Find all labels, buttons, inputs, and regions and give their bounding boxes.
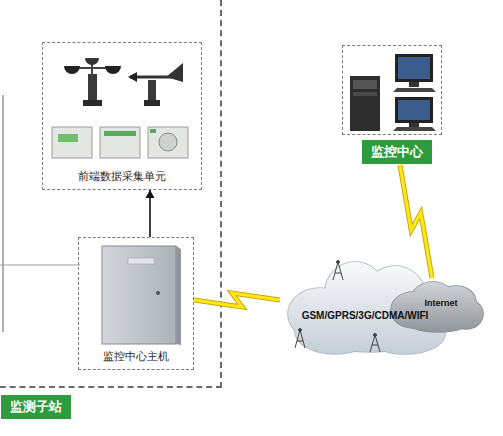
computers xyxy=(350,54,436,131)
tower-tip xyxy=(299,329,302,332)
drive xyxy=(353,92,377,96)
unit-box: 前端数据采集单元 xyxy=(42,42,202,190)
bolt-outline xyxy=(194,293,280,307)
cabinet-body xyxy=(102,246,176,344)
tower-legs xyxy=(295,330,305,348)
cup xyxy=(105,66,121,74)
pole xyxy=(148,80,156,102)
bolt-core xyxy=(400,165,432,278)
cup xyxy=(85,58,99,65)
stand xyxy=(409,123,419,127)
internet-label: Internet xyxy=(398,298,484,308)
base xyxy=(144,100,160,106)
display xyxy=(58,134,78,142)
cup xyxy=(64,66,80,74)
tower-tip xyxy=(374,334,377,337)
network-label: GSM/GPRS/3G/CDMA/WIFI xyxy=(280,310,450,321)
host-label: 监控中心主机 xyxy=(79,349,193,364)
arm xyxy=(130,76,172,79)
dashed-frame xyxy=(342,45,442,135)
strip xyxy=(104,131,136,136)
wind-vane xyxy=(128,63,183,106)
internet-cloud: Internet xyxy=(388,278,484,334)
wireless-link xyxy=(400,165,432,278)
unit-label: 前端数据采集单元 xyxy=(43,169,201,184)
anemometer xyxy=(64,58,121,106)
screen xyxy=(398,57,430,79)
cabinet-plate xyxy=(128,258,154,264)
tower-bar xyxy=(297,341,303,342)
host-box: 监控中心主机 xyxy=(78,237,194,370)
monitor xyxy=(395,54,433,82)
pole xyxy=(88,74,97,102)
connector-line xyxy=(149,190,151,237)
fin xyxy=(166,63,183,82)
wire xyxy=(2,95,3,332)
radio-tower xyxy=(370,334,380,353)
keyboard xyxy=(393,127,436,131)
cloud-puff xyxy=(402,304,474,332)
arm xyxy=(91,60,93,76)
sensor-box xyxy=(148,127,188,158)
keyhole xyxy=(156,291,160,295)
wireless-link xyxy=(194,293,280,307)
drive xyxy=(353,80,377,89)
cabinet xyxy=(102,246,181,345)
base xyxy=(83,100,102,106)
wire xyxy=(0,264,80,265)
arm xyxy=(72,67,113,69)
tower-tip xyxy=(337,261,340,264)
radio-tower xyxy=(295,329,305,349)
stand xyxy=(409,82,419,87)
tower-bar xyxy=(335,273,341,274)
center-label: 监控中心 xyxy=(362,140,432,164)
pointer xyxy=(128,72,137,82)
sensor-head xyxy=(159,133,177,151)
cabinet-side xyxy=(176,246,181,345)
box xyxy=(52,127,92,158)
bolt-core xyxy=(194,293,280,307)
screen xyxy=(398,100,430,120)
arrow-connector xyxy=(146,190,155,237)
monitor xyxy=(395,97,433,123)
tower xyxy=(350,76,380,131)
box xyxy=(100,127,140,158)
group-label: 监测子站 xyxy=(1,395,71,419)
substation-group: 监测子站前端数据采集单元监控中心主机 xyxy=(0,0,222,388)
box xyxy=(148,127,188,158)
strip xyxy=(150,129,156,133)
sensor-box xyxy=(52,127,92,158)
radio-tower xyxy=(333,261,343,281)
bolt-outline xyxy=(400,165,432,278)
tower-legs xyxy=(333,262,343,280)
keyboard xyxy=(393,88,436,92)
tower-legs xyxy=(370,335,380,352)
center-box: 监控中心 xyxy=(342,45,442,165)
arrow-head xyxy=(146,190,155,198)
tower-bar xyxy=(372,345,378,346)
sensor-box xyxy=(100,127,140,158)
